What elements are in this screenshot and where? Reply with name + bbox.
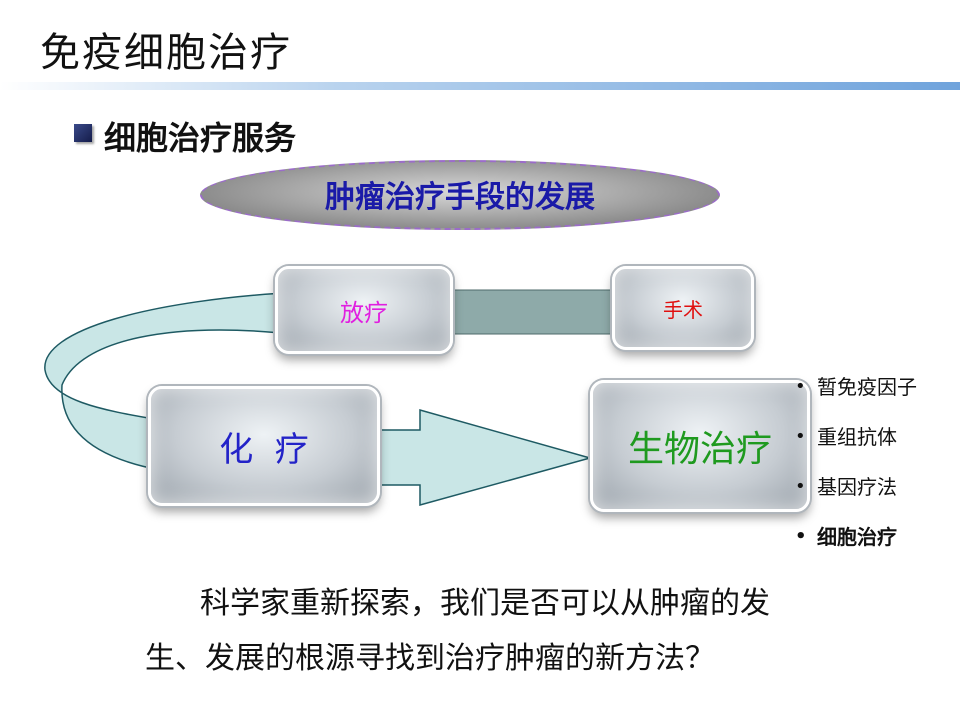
title-underline-bar [0, 82, 960, 90]
biotherapy-list: •暂免疫因子 •重组抗体 •基因疗法 •细胞治疗 [795, 370, 917, 570]
paragraph-line-2: 生、发展的根源寻找到治疗肿瘤的新方法？ [145, 641, 715, 676]
paragraph-line-1: 科学家重新探索，我们是否可以从肿瘤的发 [200, 586, 770, 621]
surgery-box: 手术 [612, 266, 754, 350]
biotherapy-label: 生物治疗 [627, 429, 772, 470]
slide-title: 免疫细胞治疗 [40, 30, 292, 76]
radiotherapy-box: 放疗 [275, 266, 453, 354]
diagram-title-label: 肿瘤治疗手段的发展 [325, 180, 595, 215]
section-heading: 细胞治疗服务 [104, 119, 297, 157]
list-item: •基因疗法 [795, 475, 897, 499]
list-item: •细胞治疗 [795, 525, 897, 549]
radiotherapy-label: 放疗 [340, 298, 388, 327]
list-item: •暂免疫因子 [795, 375, 917, 399]
list-item: •重组抗体 [795, 425, 897, 449]
chemotherapy-label: 化 疗 [219, 429, 309, 470]
surgery-label: 手术 [663, 297, 703, 322]
top-connector-band [439, 289, 631, 335]
diagram-title-ellipse [200, 160, 720, 230]
chemotherapy-box: 化 疗 [148, 386, 380, 506]
straight-arrow [379, 409, 593, 506]
biotherapy-box: 生物治疗 [590, 380, 810, 512]
heading-bullet-icon [74, 124, 92, 142]
